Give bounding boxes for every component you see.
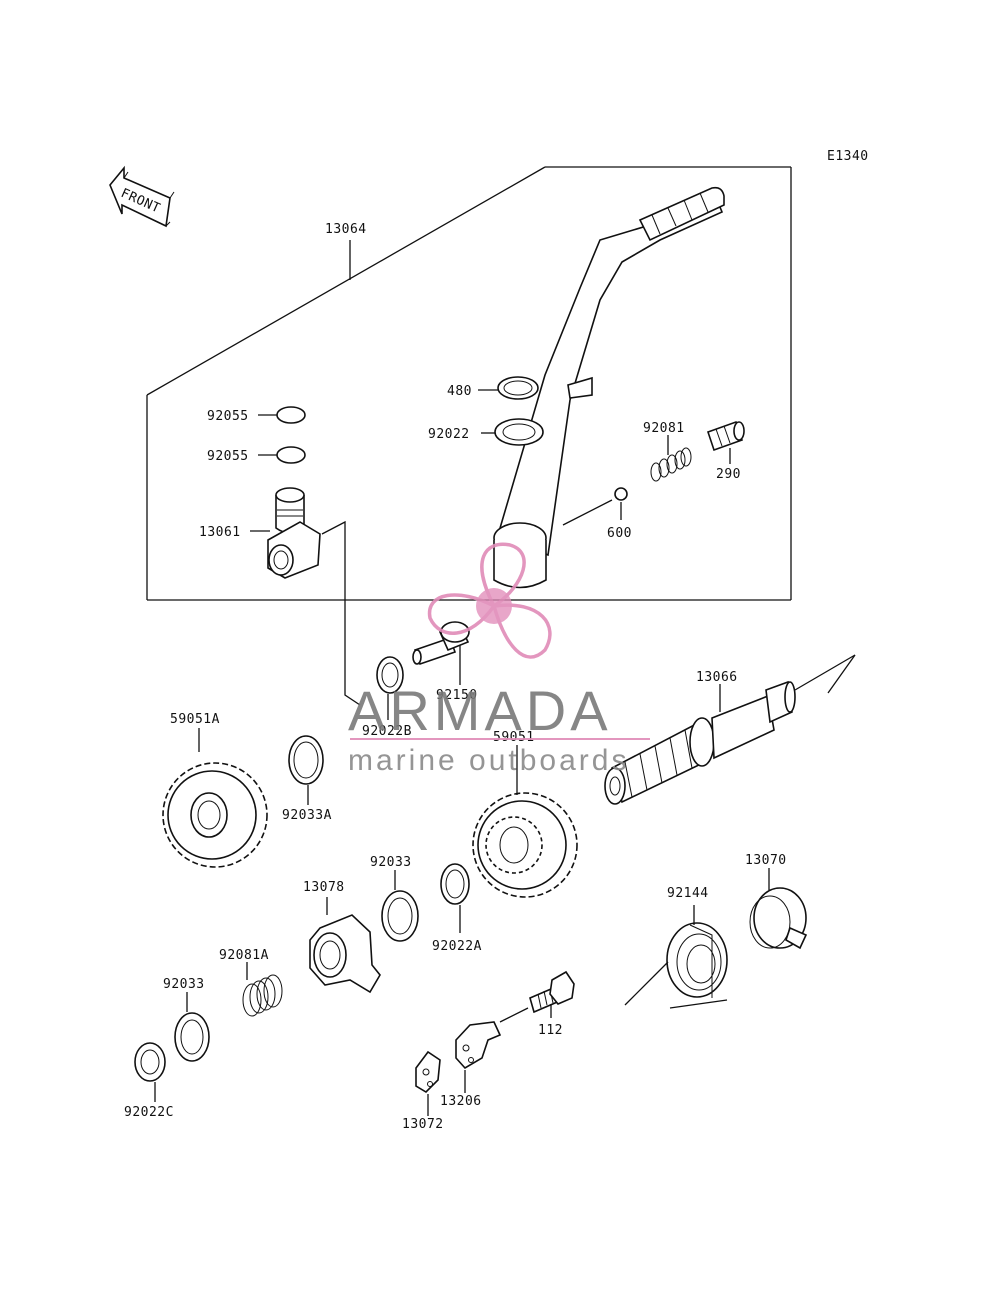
o-ring-92055-upper [276, 406, 306, 424]
part-label-92022C: 92022C [124, 1105, 174, 1120]
bolt-112 [529, 970, 575, 1014]
part-label-13078: 13078 [303, 880, 345, 895]
washer-92022B [376, 656, 404, 694]
part-label-59051A: 59051A [170, 712, 220, 727]
part-label-92033-middle: 92033 [370, 855, 412, 870]
watermark-tagline: marine outboards [348, 744, 629, 777]
part-label-92022: 92022 [428, 427, 470, 442]
part-label-13070: 13070 [745, 853, 787, 868]
part-label-112: 112 [538, 1023, 563, 1038]
washer-92022A [440, 863, 470, 905]
washer-480 [497, 376, 539, 400]
boss-13061 [267, 487, 321, 579]
part-label-600: 600 [607, 526, 632, 541]
part-label-13066: 13066 [696, 670, 738, 685]
part-label-13064: 13064 [325, 222, 367, 237]
watermark-divider [350, 738, 650, 740]
part-label-13061: 13061 [199, 525, 241, 540]
kick-pedal-assembly-box [146, 166, 792, 601]
part-label-92055-lower: 92055 [207, 449, 249, 464]
gear-59051 [472, 792, 578, 898]
pawl-13072 [415, 1050, 441, 1094]
guide-13070 [749, 887, 808, 950]
part-label-92033-lower: 92033 [163, 977, 205, 992]
part-label-92144: 92144 [667, 886, 709, 901]
pin-290 [706, 420, 745, 452]
spring-92081A [242, 974, 283, 1017]
part-label-92022A: 92022A [432, 939, 482, 954]
part-label-92081: 92081 [643, 421, 685, 436]
washer-92022C [134, 1042, 166, 1082]
armada-watermark: ARMADA marine outboards [348, 542, 650, 777]
circlip-92033-lower [174, 1012, 210, 1062]
part-label-92055-upper: 92055 [207, 409, 249, 424]
watermark-brand: ARMADA [348, 679, 612, 742]
part-label-480: 480 [447, 384, 472, 399]
front-arrow-icon: FRONT [109, 165, 175, 228]
ratchet-13078 [309, 914, 381, 994]
propeller-logo-icon [427, 542, 552, 659]
spring-92081 [650, 447, 692, 482]
gear-59051A [162, 762, 268, 868]
part-label-92022B: 92022B [362, 724, 412, 739]
spring-92144 [666, 922, 728, 998]
part-label-92150: 92150 [436, 688, 478, 703]
washer-92022 [494, 418, 544, 446]
o-ring-92055-lower [276, 446, 306, 464]
kick-pedal-lever [493, 186, 725, 589]
part-label-13206: 13206 [440, 1094, 482, 1109]
part-label-92033A: 92033A [282, 808, 332, 823]
part-label-59051: 59051 [493, 730, 535, 745]
plate-13206 [455, 1021, 502, 1070]
ball-600 [614, 487, 628, 501]
kick-shaft-13066 [604, 680, 796, 805]
part-label-13072: 13072 [402, 1117, 444, 1132]
part-label-290: 290 [716, 467, 741, 482]
part-label-92081A: 92081A [219, 948, 269, 963]
diagram-code: E1340 [827, 149, 869, 164]
